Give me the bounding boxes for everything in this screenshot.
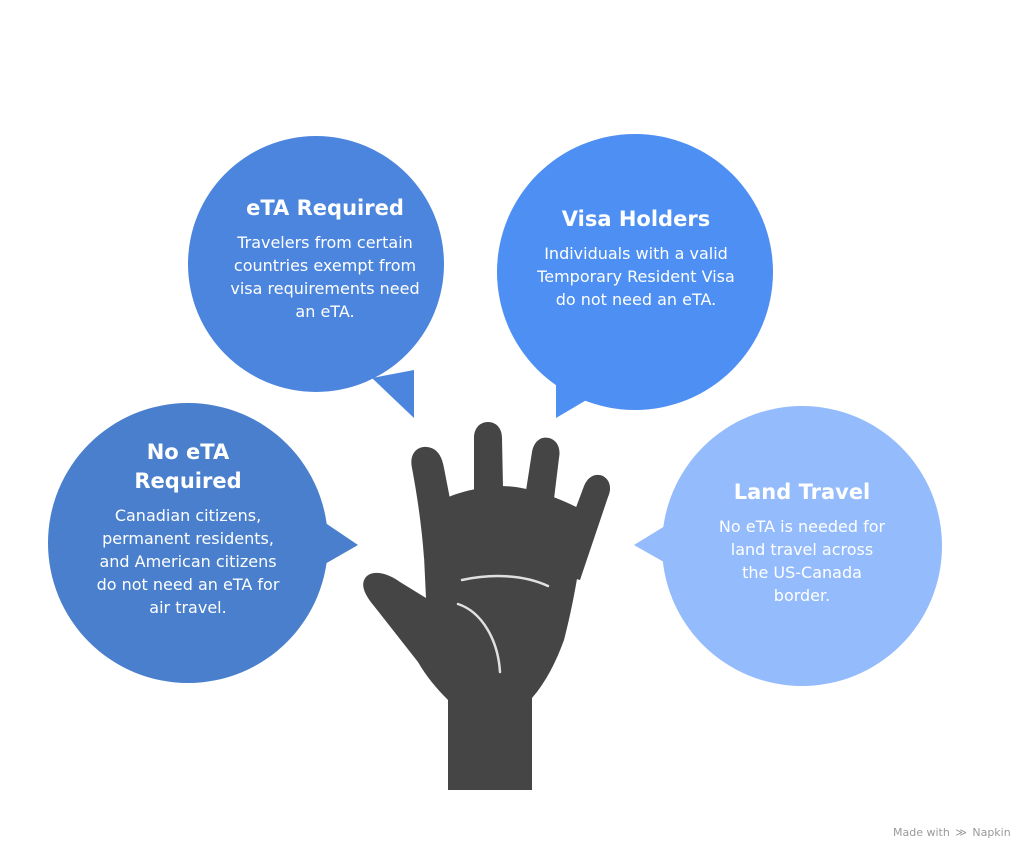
bubble-no-eta-required-circle <box>48 403 328 683</box>
bubble-no-eta-required-body: Canadian citizens, permanent residents, … <box>96 506 280 617</box>
bubble-visa-holders-text: Visa Holders Individuals with a valid Te… <box>530 205 742 311</box>
bubble-land-travel-text: Land Travel No eTA is needed for land tr… <box>692 478 912 607</box>
hand-finger-little <box>552 474 611 580</box>
hand-finger-middle <box>474 422 504 536</box>
bubble-eta-required-text: eTA Required Travelers from certain coun… <box>222 194 428 323</box>
bubble-eta-required-circle <box>188 136 444 392</box>
hand-finger-index <box>411 446 458 558</box>
bubble-visa-holders <box>497 134 773 418</box>
watermark: Made with ≫ Napkin <box>893 826 1011 839</box>
bubble-no-eta-required <box>48 403 358 683</box>
bubble-land-travel-tail <box>634 518 678 570</box>
bubble-land-travel-body: No eTA is needed for land travel across … <box>718 517 886 605</box>
hand-palm-line-upper <box>460 574 550 588</box>
hand-palm-line-lower <box>456 602 502 674</box>
napkin-logo-icon: ≫ <box>955 826 967 839</box>
bubble-visa-holders-circle <box>497 134 773 410</box>
bubble-eta-required-tail <box>372 370 414 418</box>
bubble-land-travel <box>634 406 942 686</box>
bubble-no-eta-required-tail <box>318 518 358 568</box>
bubble-eta-required-body: Travelers from certain countries exempt … <box>230 233 420 321</box>
bubble-eta-required-title: eTA Required <box>246 196 404 220</box>
bubble-visa-holders-title: Visa Holders <box>561 207 711 231</box>
raised-hand-icon <box>363 422 611 790</box>
bubble-visa-holders-tail <box>556 372 600 418</box>
hand-palm <box>363 486 586 790</box>
watermark-prefix: Made with <box>893 826 950 839</box>
bubble-visa-holders-body: Individuals with a valid Temporary Resid… <box>537 244 735 309</box>
bubble-no-eta-required-text: No eTA Required Canadian citizens, perma… <box>88 438 288 619</box>
watermark-brand: Napkin <box>972 826 1011 839</box>
hand-finger-ring <box>518 437 560 548</box>
bubble-land-travel-circle <box>662 406 942 686</box>
bubble-land-travel-title: Land Travel <box>733 480 871 504</box>
bubble-eta-required <box>188 136 444 418</box>
bubble-no-eta-required-title: No eTA Required <box>134 440 242 493</box>
